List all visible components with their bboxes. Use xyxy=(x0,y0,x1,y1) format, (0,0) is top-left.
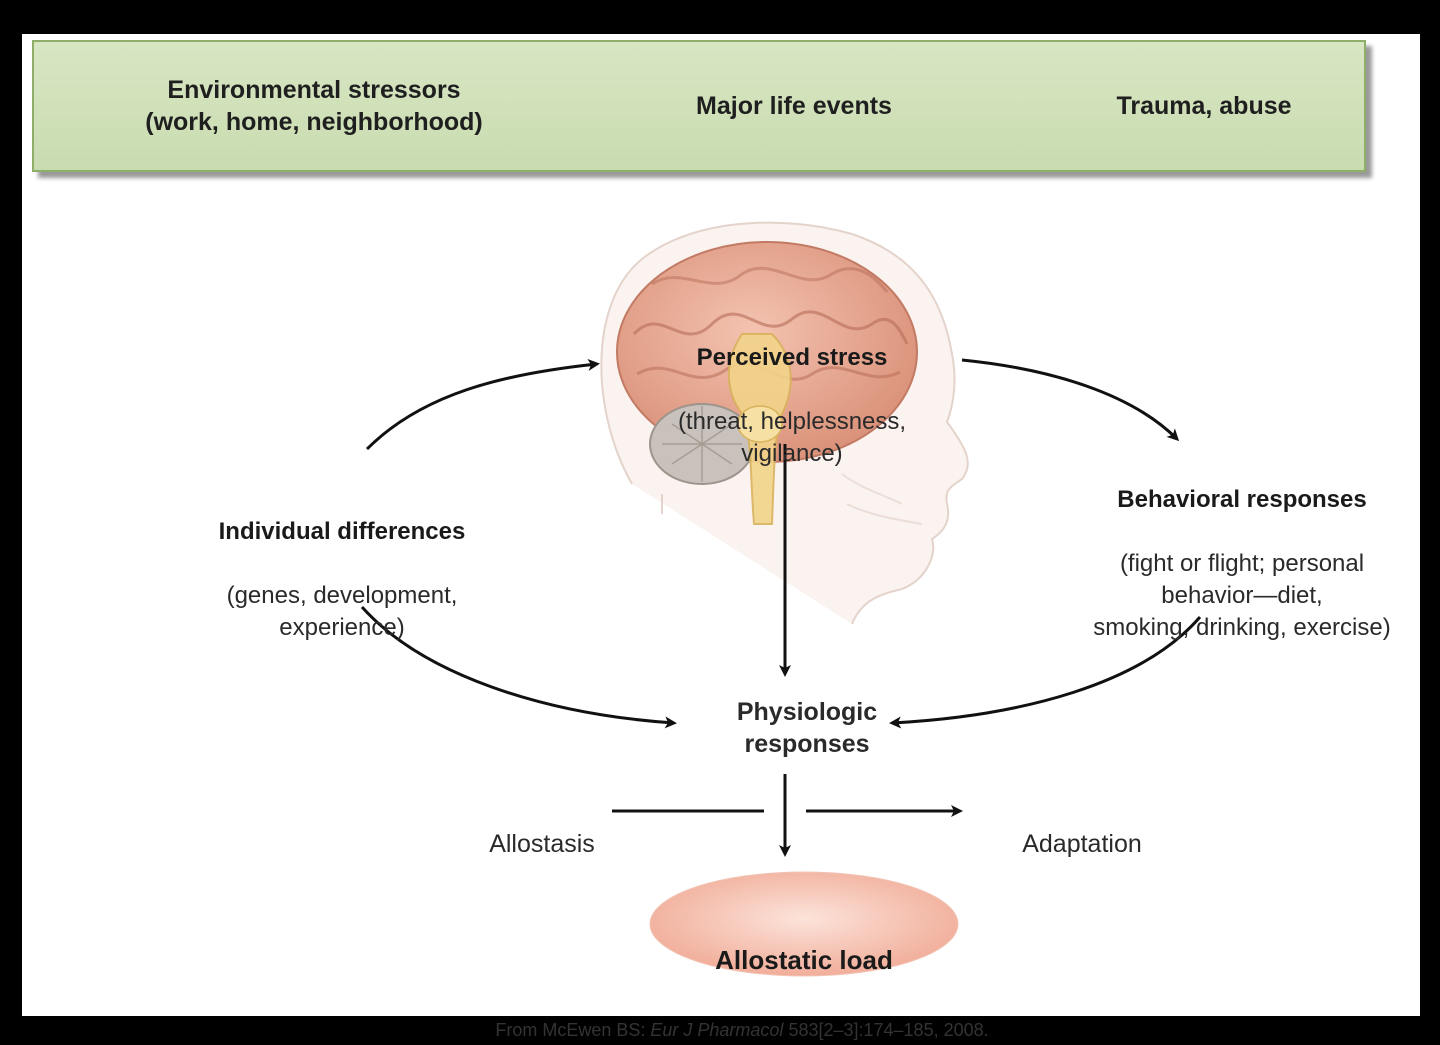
individual-differences-label: Individual differences (genes, developme… xyxy=(162,484,522,644)
stressor-trauma: Trauma, abuse xyxy=(1116,92,1292,120)
stressor-environmental: Environmental stressors (work, home, nei… xyxy=(145,76,483,136)
allostasis-label: Allostasis xyxy=(489,830,595,858)
citation-journal: Eur J Pharmacol xyxy=(650,1020,784,1040)
individual-differences-heading: Individual differences xyxy=(218,518,466,545)
arrow-behavioral-to-physiologic xyxy=(889,616,1202,729)
stressor-bar: Environmental stressors (work, home, nei… xyxy=(32,40,1366,172)
arrow-perceived-to-behavioral xyxy=(961,358,1180,442)
allostatic-load-ellipse xyxy=(649,871,959,977)
diagram-canvas: Environmental stressors (work, home, nei… xyxy=(22,34,1420,1040)
allostatic-load-label: Allostatic load xyxy=(715,944,893,975)
behavioral-responses-label: Behavioral responses (fight or flight; p… xyxy=(1032,452,1440,644)
perceived-stress-label: Perceived stress (threat, helplessness, … xyxy=(582,310,1002,470)
behavioral-responses-detail: (fight or flight; personal behavior—diet… xyxy=(1093,550,1391,641)
brain-illustration xyxy=(616,241,918,525)
arrow-individual-to-perceived xyxy=(365,358,600,451)
individual-differences-detail: (genes, development, experience) xyxy=(226,582,458,641)
perceived-stress-detail: (threat, helplessness, vigilance) xyxy=(677,408,907,467)
diagram-art xyxy=(360,221,1202,977)
citation-suffix: 583[2–3]:174–185, 2008. xyxy=(783,1020,989,1040)
citation-prefix: From McEwen BS: xyxy=(495,1020,651,1040)
physiologic-responses-label: Physiologic responses xyxy=(736,698,878,758)
arrow-individual-to-physiologic xyxy=(360,605,677,729)
adaptation-label: Adaptation xyxy=(1022,830,1142,858)
citation: From McEwen BS: Eur J Pharmacol 583[2–3]… xyxy=(402,1020,1082,1041)
perceived-stress-heading: Perceived stress xyxy=(696,344,888,371)
stressor-life-events: Major life events xyxy=(696,92,892,120)
behavioral-responses-heading: Behavioral responses xyxy=(1117,486,1367,513)
